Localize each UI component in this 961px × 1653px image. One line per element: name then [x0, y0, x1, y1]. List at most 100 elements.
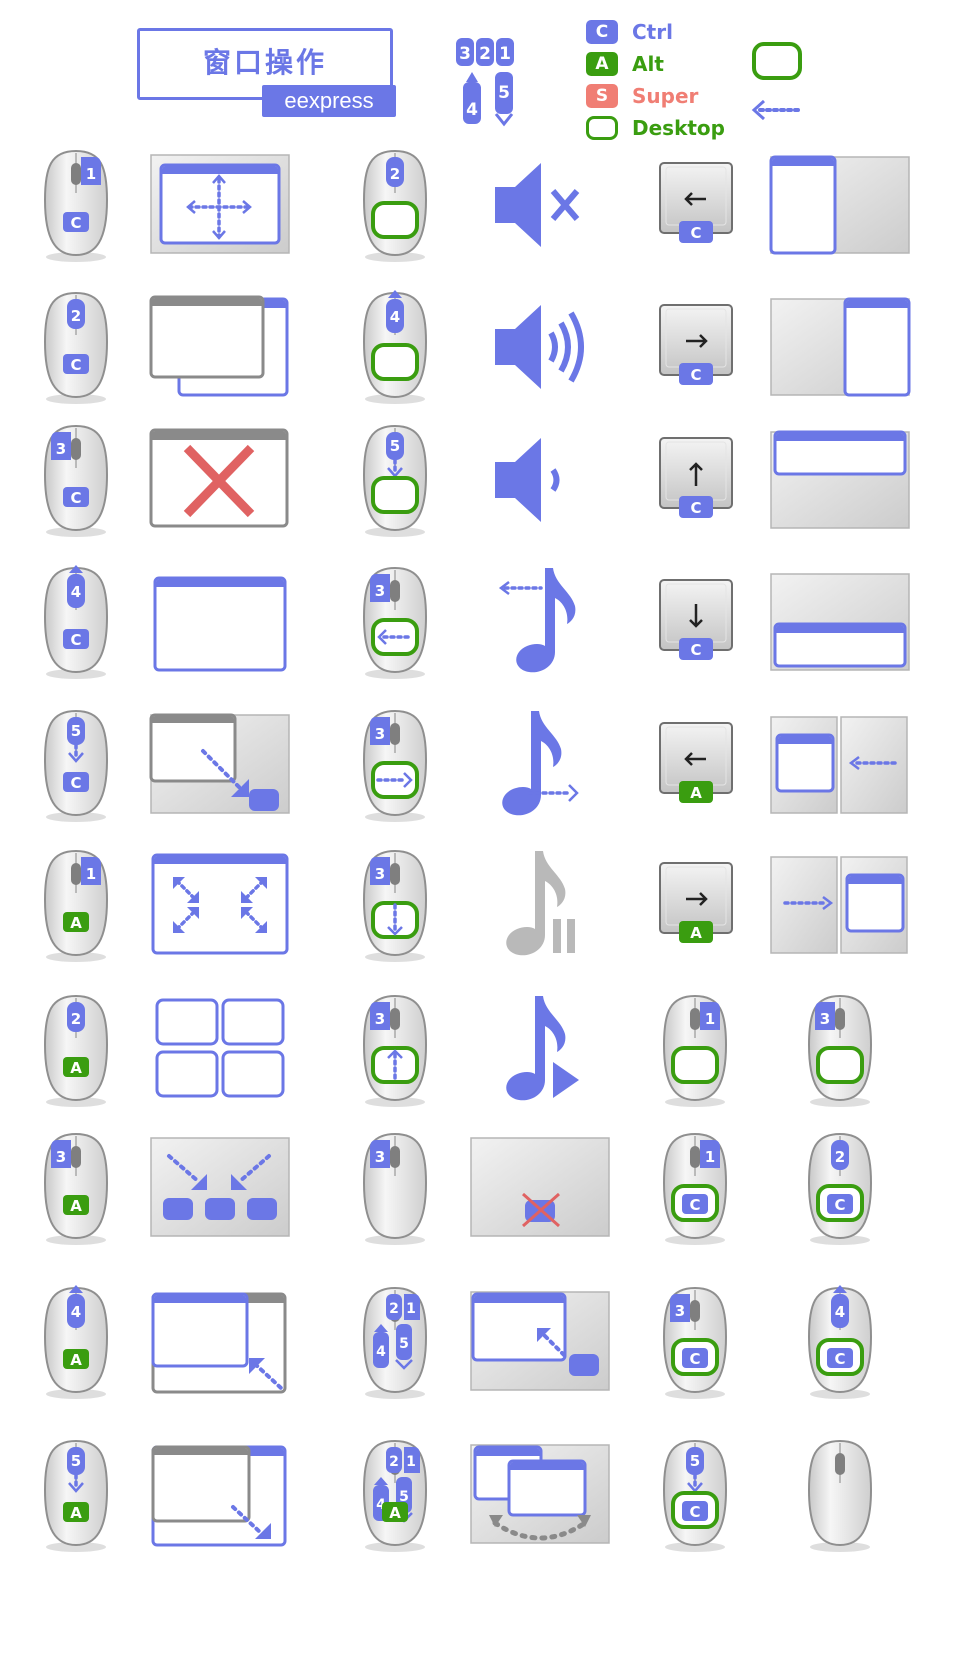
svg-text:1: 1: [705, 1010, 715, 1028]
move-window-cell: [145, 145, 295, 265]
svg-text:5: 5: [390, 437, 400, 455]
move-to-prev-desktop-icon: [770, 716, 908, 814]
mouse-btn3-desktop-next-icon: 3: [362, 709, 428, 822]
desktop-legend: [750, 38, 810, 88]
mouse-desktop-btn3-icon: 3: [807, 994, 873, 1107]
svg-text:C: C: [690, 641, 701, 659]
svg-text:C: C: [690, 366, 701, 384]
maximize-window-icon: [153, 576, 287, 672]
gather-windows-cell: [145, 1128, 295, 1248]
svg-text:3: 3: [675, 1302, 685, 1320]
mouse-btn3-desktop-up-icon: 3: [362, 994, 428, 1107]
legend-alt: A Alt: [586, 51, 664, 77]
svg-text:C: C: [70, 214, 81, 232]
mouse-alt-wheel-up-icon: 4A: [43, 1285, 109, 1399]
move-to-next-desktop-cell: [765, 845, 915, 965]
no-minimized-cell: [465, 1128, 615, 1248]
mouse-ctrl-desktop-btn2-icon: 2C: [807, 1132, 873, 1245]
mouse-btn3-icon: 3: [362, 1132, 428, 1245]
key-alt-right-icon: A: [659, 862, 733, 943]
svg-text:3: 3: [56, 440, 66, 458]
legend-btn3-label: 3: [459, 44, 471, 64]
mouse-ctrl-desktop-btn1-icon: 1C: [662, 1132, 728, 1245]
shrink-window-cell: [145, 1435, 295, 1555]
cycle-windows-cell: [465, 1435, 615, 1555]
svg-text:A: A: [690, 924, 702, 942]
svg-text:C: C: [70, 356, 81, 374]
maximize-window-cell: [145, 562, 295, 682]
svg-text:5: 5: [399, 1336, 409, 1352]
svg-text:3: 3: [375, 865, 385, 883]
tile-top-icon: [770, 430, 910, 529]
music-pause-cell: [465, 845, 615, 965]
svg-text:4: 4: [71, 1303, 81, 1321]
svg-text:2: 2: [71, 1010, 81, 1028]
volume-up-icon: [495, 305, 584, 389]
dotted-arrow-left-icon: [751, 99, 804, 121]
grow-window-icon: [151, 1292, 287, 1394]
mouse-ctrl-desktop-btn3-icon: 3C: [662, 1286, 728, 1399]
mouse-btn3-desktop-prev-icon: 3: [362, 566, 428, 679]
volume-up-cell: [465, 287, 615, 407]
expose-windows-cell: [145, 990, 295, 1110]
svg-text:A: A: [70, 1504, 82, 1522]
restore-minimized-icon: [470, 1291, 610, 1391]
super-label: Super: [632, 84, 699, 108]
tile-bottom-icon: [770, 573, 910, 671]
svg-text:2: 2: [389, 1454, 399, 1470]
move-window-icon: [150, 154, 290, 254]
mouse-ctrl-btn2-icon: 2C: [43, 291, 109, 404]
mouse-ctrl-btn3-icon: 3C: [43, 424, 109, 537]
svg-text:3: 3: [375, 582, 385, 600]
mouse-desktop-btn1-icon: 1: [662, 994, 728, 1107]
tile-right-cell: [765, 287, 915, 407]
tile-left-cell: [765, 145, 915, 265]
shrink-window-icon: [151, 1445, 287, 1547]
grow-window-cell: [145, 1282, 295, 1402]
gather-windows-icon: [150, 1137, 290, 1237]
svg-text:2: 2: [71, 307, 81, 325]
mouse-ctrl-btn1-icon: 1C: [43, 149, 109, 262]
minimize-window-icon: [149, 713, 290, 814]
svg-text:C: C: [70, 631, 81, 649]
no-minimized-icon: [470, 1137, 610, 1237]
svg-text:1: 1: [406, 1454, 416, 1470]
mouse-btn3-desktop-up-cell: 3: [320, 990, 470, 1110]
music-play-icon: [506, 996, 579, 1101]
mouse-ctrl-wheel-down-icon: 5C: [43, 709, 109, 822]
tile-right-icon: [770, 297, 911, 397]
mouse-desktop-btn2-icon: 2: [362, 149, 428, 262]
svg-text:A: A: [70, 1197, 82, 1215]
legend-btn2-label: 2: [479, 44, 491, 64]
svg-text:5: 5: [71, 722, 81, 740]
legend-ctrl: C Ctrl: [586, 19, 673, 45]
svg-text:5: 5: [690, 1452, 700, 1470]
svg-text:4: 4: [376, 1497, 386, 1513]
desktop-label: Desktop: [632, 116, 725, 140]
restore-minimized-cell: [465, 1282, 615, 1402]
resize-window-cell: [145, 845, 295, 965]
svg-text:4: 4: [390, 308, 400, 326]
desktop-badge: [586, 116, 618, 140]
desktop-frame-icon: [752, 42, 802, 80]
mouse-plain-icon: [807, 1439, 873, 1552]
svg-text:C: C: [70, 489, 81, 507]
svg-text:5: 5: [71, 1452, 81, 1470]
legend-wheel-down-label: 5: [498, 83, 510, 103]
svg-text:C: C: [690, 224, 701, 242]
svg-text:2: 2: [390, 165, 400, 183]
ctrl-key-badge: C: [586, 20, 618, 44]
svg-text:C: C: [834, 1350, 845, 1368]
mouse-plain-cell: [765, 1435, 915, 1555]
